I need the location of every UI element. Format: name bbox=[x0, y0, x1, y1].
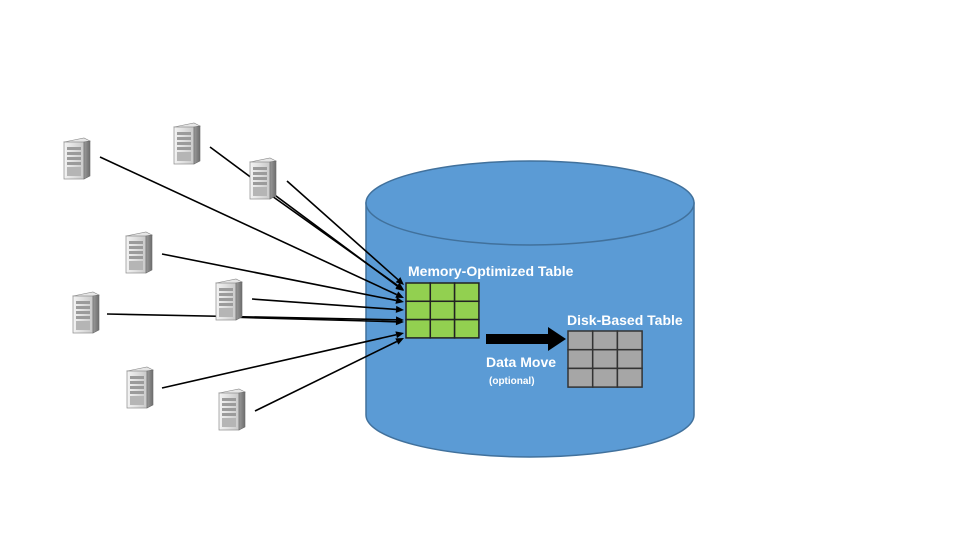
disk-table-cell bbox=[591, 348, 619, 370]
memory-optimized-table: Memory-Optimized Table bbox=[405, 263, 574, 339]
memory-table-cell bbox=[429, 300, 456, 321]
disk-table-cell bbox=[616, 367, 643, 388]
disk-table-cell bbox=[591, 367, 619, 388]
disk-table-cell bbox=[567, 367, 594, 388]
memory-table-cell bbox=[429, 318, 456, 339]
connector-arrowhead bbox=[395, 338, 404, 345]
server-icon bbox=[125, 231, 153, 274]
memory-table-cell bbox=[453, 282, 480, 303]
server-icon bbox=[63, 137, 91, 180]
disk-table-cell bbox=[591, 330, 619, 351]
disk-table-cell bbox=[567, 330, 594, 351]
memory-table-cell bbox=[453, 318, 480, 339]
disk-table-cell bbox=[567, 348, 594, 370]
memory-table-label: Memory-Optimized Table bbox=[408, 263, 574, 279]
disk-based-table: Disk-Based Table bbox=[567, 312, 683, 388]
disk-table-cell bbox=[616, 348, 643, 370]
memory-table-cell bbox=[405, 300, 432, 321]
connector-arrowhead bbox=[395, 291, 404, 298]
connector-arrowhead bbox=[395, 282, 404, 290]
connector-arrowhead bbox=[395, 331, 404, 339]
connector-arrowhead bbox=[395, 277, 404, 285]
connector-arrowhead bbox=[395, 297, 404, 304]
disk-table-label: Disk-Based Table bbox=[567, 312, 683, 328]
connector-line bbox=[99, 156, 398, 296]
disk-table-grid bbox=[567, 330, 643, 388]
server-icon bbox=[218, 388, 246, 431]
memory-table-cell bbox=[405, 282, 432, 303]
data-move-label: Data Move bbox=[486, 354, 556, 370]
memory-table-cell bbox=[453, 300, 480, 321]
server-icon bbox=[215, 278, 243, 321]
connector-line bbox=[226, 316, 397, 323]
data-move-arrow bbox=[486, 327, 566, 351]
connector-line bbox=[271, 195, 398, 287]
connector-arrowhead bbox=[395, 305, 404, 313]
connector-line bbox=[254, 340, 398, 412]
connector-arrowhead bbox=[395, 318, 404, 326]
connector-line bbox=[286, 180, 399, 281]
server-icon bbox=[173, 122, 201, 165]
database-cylinder bbox=[365, 160, 695, 458]
memory-table-grid bbox=[405, 282, 480, 339]
server-icon bbox=[249, 157, 277, 200]
server-icon bbox=[72, 291, 100, 334]
client-servers bbox=[63, 122, 277, 431]
server-icon bbox=[126, 366, 154, 409]
disk-table-cell bbox=[616, 330, 643, 351]
memory-table-cell bbox=[429, 282, 456, 303]
connector-line bbox=[251, 298, 397, 311]
memory-table-cell bbox=[405, 318, 432, 339]
connection-arrows bbox=[99, 146, 404, 412]
connector-line bbox=[161, 253, 397, 302]
connector-line bbox=[161, 333, 397, 389]
data-move-note: (optional) bbox=[489, 376, 535, 387]
